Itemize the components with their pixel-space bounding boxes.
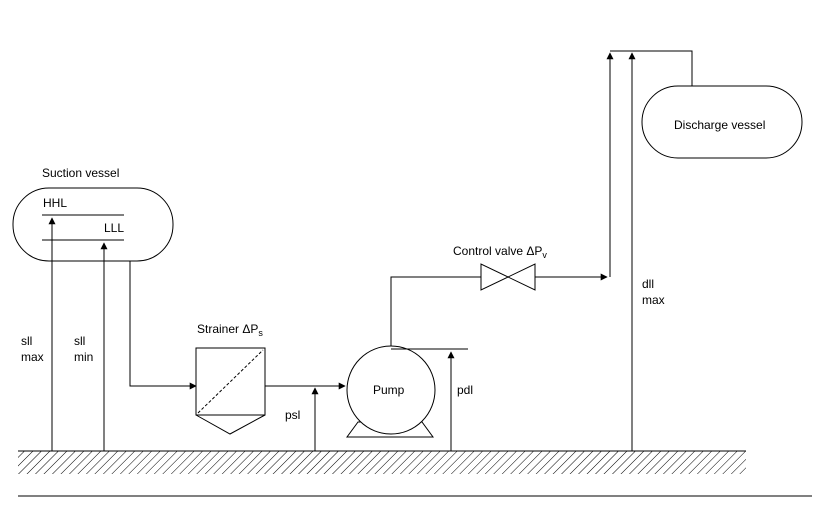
dll-max-label-2: max: [642, 293, 665, 307]
strainer-screen: [197, 349, 264, 414]
pump-label: Pump: [373, 383, 405, 397]
suction-pipe: [129, 261, 197, 390]
discharge-vessel: [641, 85, 803, 159]
sll-max-label-1: sll: [21, 334, 32, 348]
pdl-label: pdl: [457, 383, 473, 397]
top-pipe: [610, 50, 693, 86]
psl-label: psl: [285, 408, 300, 422]
control-valve: [480, 263, 536, 291]
sll-min-label-1: sll: [74, 334, 85, 348]
sll-min-label-2: min: [74, 350, 93, 364]
hhl-label: HHL: [43, 196, 67, 210]
suction-vessel-title: Suction vessel: [42, 166, 119, 180]
discharge-vessel-label: Discharge vessel: [674, 118, 765, 132]
strainer-label: Strainer ΔPs: [197, 322, 263, 338]
dll-max-label-1: dll: [642, 277, 654, 291]
lll-label: LLL: [104, 221, 124, 235]
strainer-bottom: [195, 414, 266, 435]
discharge-pipe: [390, 276, 481, 346]
ground-hatch: [18, 451, 746, 474]
sll-max-label-2: max: [21, 350, 44, 364]
suction-vessel: [12, 187, 174, 262]
control-valve-label: Control valve ΔPv: [453, 244, 547, 260]
